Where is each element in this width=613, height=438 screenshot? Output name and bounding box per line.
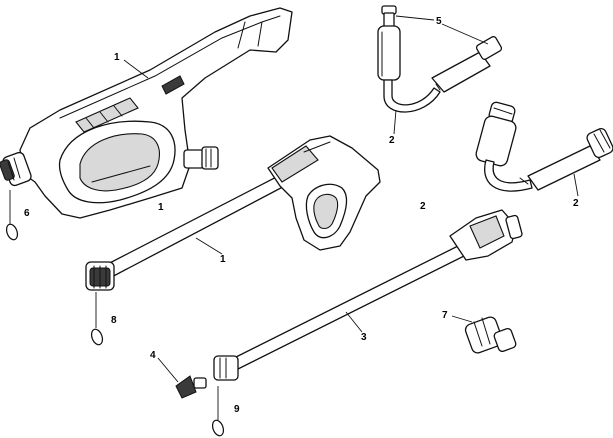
nozzle-tip bbox=[175, 375, 207, 399]
spray-gun-body bbox=[0, 7, 293, 219]
leader-5a bbox=[395, 15, 435, 21]
callout-4: 4 bbox=[150, 350, 156, 361]
leader-4 bbox=[157, 357, 179, 383]
callout-7: 7 bbox=[442, 310, 448, 321]
leader-7 bbox=[451, 315, 473, 323]
callout-2a: 2 bbox=[389, 135, 395, 146]
extension-wand bbox=[213, 209, 523, 381]
callout-2c: 2 bbox=[573, 198, 579, 209]
leader-5b bbox=[441, 23, 489, 45]
leader-2a bbox=[393, 109, 397, 135]
leader-1a bbox=[123, 59, 149, 79]
callout-2b: 2 bbox=[420, 201, 426, 212]
callout-8: 8 bbox=[111, 315, 117, 326]
callout-1b: 1 bbox=[158, 202, 164, 213]
o-ring-8 bbox=[90, 328, 104, 346]
o-ring-9 bbox=[211, 419, 225, 437]
callout-6: 6 bbox=[24, 208, 30, 219]
callout-5: 5 bbox=[436, 16, 442, 27]
leader-2c bbox=[573, 173, 579, 197]
callout-1c: 1 bbox=[220, 254, 226, 265]
quick-connect-adapter bbox=[464, 316, 517, 354]
spray-wand-with-handle bbox=[85, 135, 381, 291]
leader-1c bbox=[195, 237, 223, 255]
callout-3: 3 bbox=[361, 332, 367, 343]
callout-9: 9 bbox=[234, 404, 240, 415]
callout-1a: 1 bbox=[114, 52, 120, 63]
leader-3 bbox=[345, 311, 363, 333]
hose-adapter-lower bbox=[475, 101, 613, 192]
o-ring-6 bbox=[5, 223, 19, 241]
hose-adapter-upper bbox=[377, 5, 503, 113]
